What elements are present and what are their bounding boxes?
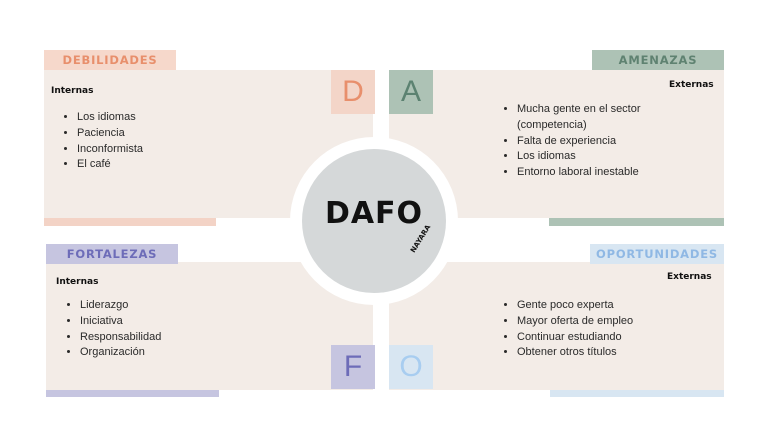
letter-o-tile: O [389, 345, 433, 389]
list-item: Falta de experiencia [517, 134, 687, 150]
fortalezas-bottom-bar [46, 390, 219, 397]
debilidades-list: Los idiomas Paciencia Inconformista El c… [63, 110, 277, 173]
list-item: Inconformista [77, 142, 277, 158]
fortalezas-header: FORTALEZAS [46, 244, 178, 264]
list-item: El café [77, 157, 277, 173]
list-item: Obtener otros títulos [517, 345, 717, 361]
list-item: Paciencia [77, 126, 277, 142]
center-circle [302, 149, 446, 293]
debilidades-bottom-bar [44, 218, 216, 226]
list-item: Iniciativa [80, 314, 280, 330]
oportunidades-list: Gente poco experta Mayor oferta de emple… [503, 298, 717, 361]
list-item: Los idiomas [77, 110, 277, 126]
amenazas-subtitle: Externas [669, 80, 714, 90]
amenazas-list: Mucha gente en el sector (competencia) F… [503, 102, 687, 181]
list-item: Responsabilidad [80, 330, 280, 346]
letter-a-tile: A [389, 70, 433, 114]
amenazas-header: AMENAZAS [592, 50, 724, 70]
list-item: Los idiomas [517, 149, 687, 165]
debilidades-subtitle: Internas [51, 86, 94, 96]
list-item: Gente poco experta [517, 298, 717, 314]
list-item: Organización [80, 345, 280, 361]
fortalezas-subtitle: Internas [56, 277, 99, 287]
oportunidades-bottom-bar [550, 390, 724, 397]
list-item: Liderazgo [80, 298, 280, 314]
amenazas-bottom-bar [549, 218, 724, 226]
list-item: Mucha gente en el sector (competencia) [517, 102, 687, 134]
fortalezas-list: Liderazgo Iniciativa Responsabilidad Org… [66, 298, 280, 361]
list-item: Mayor oferta de empleo [517, 314, 717, 330]
oportunidades-subtitle: Externas [667, 272, 712, 282]
center-title: DAFO [324, 196, 424, 231]
debilidades-header: DEBILIDADES [44, 50, 176, 70]
list-item: Entorno laboral inestable [517, 165, 687, 181]
list-item: Continuar estudiando [517, 330, 717, 346]
oportunidades-panel [389, 262, 724, 390]
oportunidades-header: OPORTUNIDADES [590, 244, 724, 264]
letter-f-tile: F [331, 345, 375, 389]
letter-d-tile: D [331, 70, 375, 114]
